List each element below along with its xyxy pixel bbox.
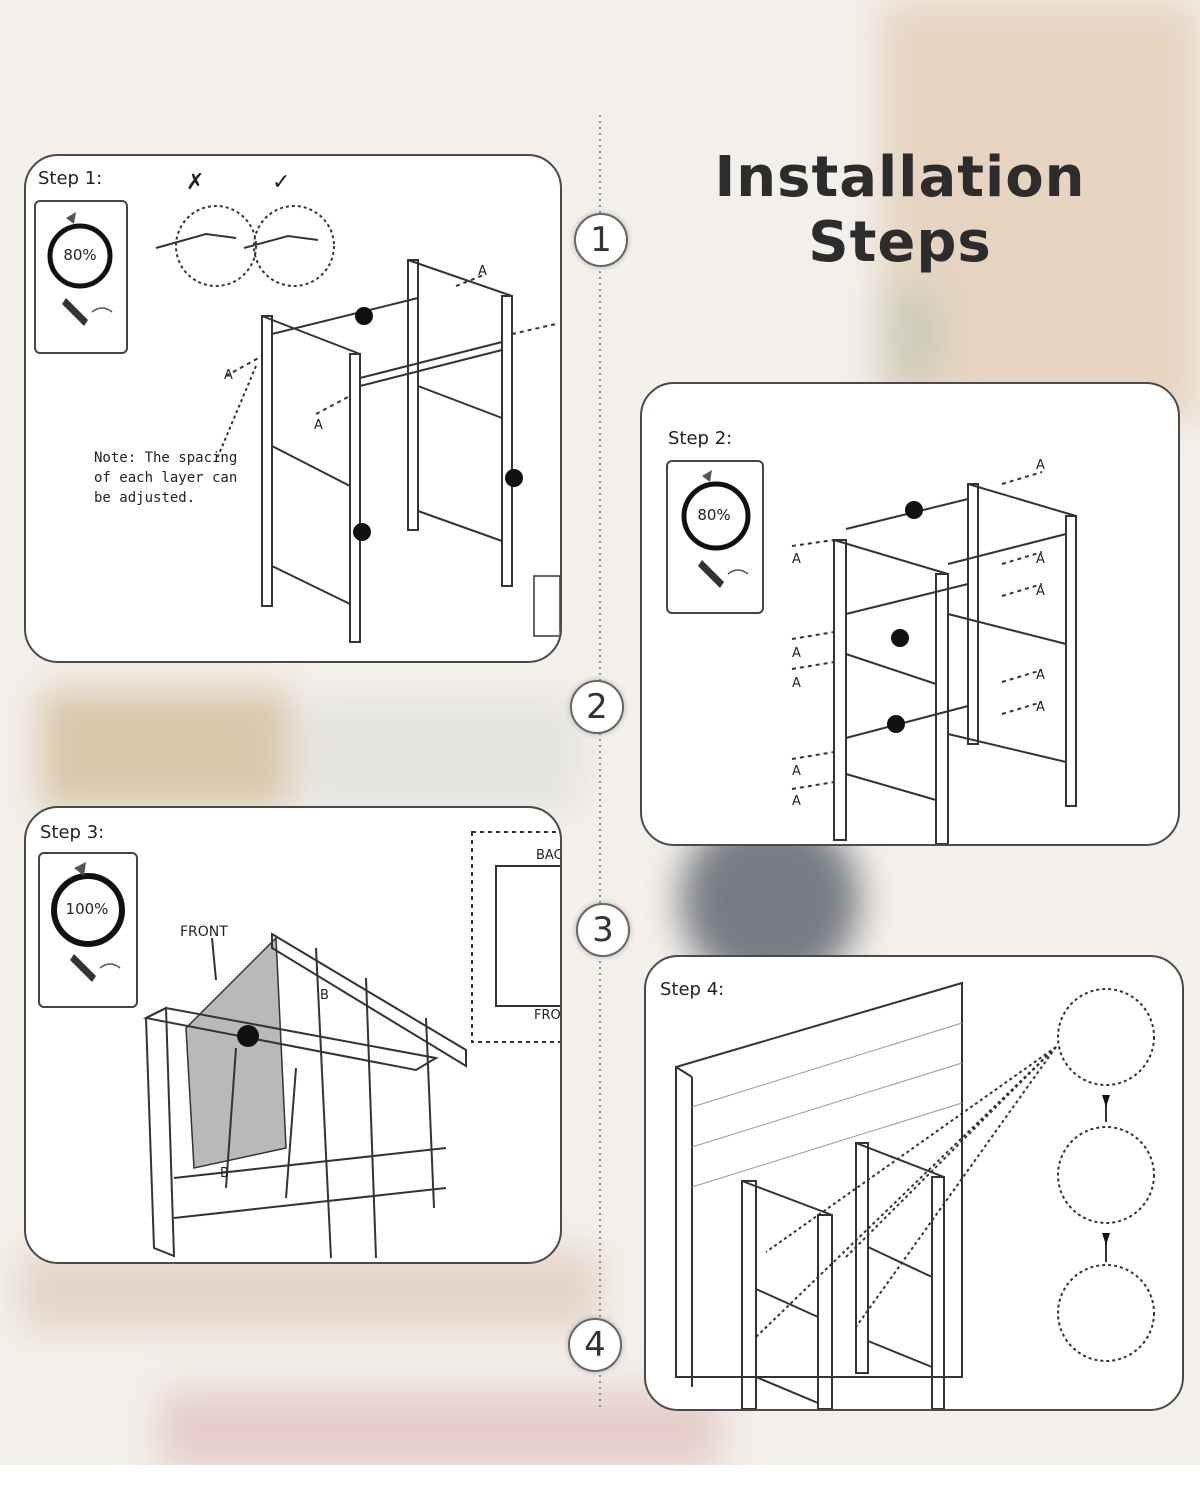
screw-label-a: A (792, 552, 801, 567)
inset-back-label: BAC (536, 848, 562, 863)
inset-front-label: FRO (534, 1008, 561, 1023)
front-label: FRONT (180, 924, 228, 940)
screw-label-a: A (1036, 668, 1045, 683)
step-1-illustration (155, 205, 560, 643)
step-4-number: 4 (568, 1318, 622, 1372)
step-2-progress: 80% (697, 506, 731, 524)
screw-label-a: A (1036, 552, 1045, 567)
screw-label-a: A (1036, 584, 1045, 599)
tighten-progress-icon (681, 470, 751, 588)
screw-label-a: A (1036, 458, 1045, 473)
screw-label-a: A (478, 264, 487, 279)
step-2-panel: Step 2: 80% A A A A A A A A A A (640, 382, 1180, 846)
cross-icon: ✗ (186, 170, 205, 195)
tighten-progress-icon (47, 212, 113, 326)
step-1-label: Step 1: (38, 168, 103, 189)
step-2-illustration (791, 471, 1077, 844)
page-title: Installation Steps (714, 145, 1086, 275)
step-3-label: Step 3: (40, 822, 105, 843)
step-1-note: Note: The spacing of each layer can be a… (94, 450, 238, 506)
step-4-illustration (675, 981, 1155, 1409)
screw-label-a: A (792, 764, 801, 779)
step-3-progress: 100% (65, 900, 109, 918)
step-3-illustration (142, 831, 560, 1259)
step-3-progress-badge: 100% (38, 852, 138, 1008)
step-4-panel: Step 4: (644, 955, 1184, 1411)
screw-label-a: A (224, 368, 233, 383)
step-2-label: Step 2: (668, 428, 733, 449)
step-3-number: 3 (576, 903, 630, 957)
step-1-number: 1 (574, 213, 628, 267)
screw-label-a: A (314, 418, 323, 433)
screw-label-a: A (1036, 700, 1045, 715)
step-2-progress-badge: 80% (666, 460, 764, 614)
check-icon: ✓ (272, 170, 291, 195)
screw-label-b: B (320, 988, 329, 1003)
step-1-progress: 80% (63, 246, 97, 264)
screw-label-a: A (792, 794, 801, 809)
step-4-label: Step 4: (660, 979, 725, 1000)
screw-label-b: B (220, 1166, 229, 1181)
screw-label-a: A (792, 676, 801, 691)
screw-label-a: A (792, 646, 801, 661)
step-3-panel: Step 3: 100% FRONT BAC FRO B B (24, 806, 562, 1264)
tighten-progress-icon (51, 862, 125, 982)
step-1-progress-badge: 80% (34, 200, 128, 354)
step-2-number: 2 (570, 680, 624, 734)
step-1-panel: Step 1: 80% ✓ ✗ Note: The spacing of eac… (24, 154, 562, 663)
